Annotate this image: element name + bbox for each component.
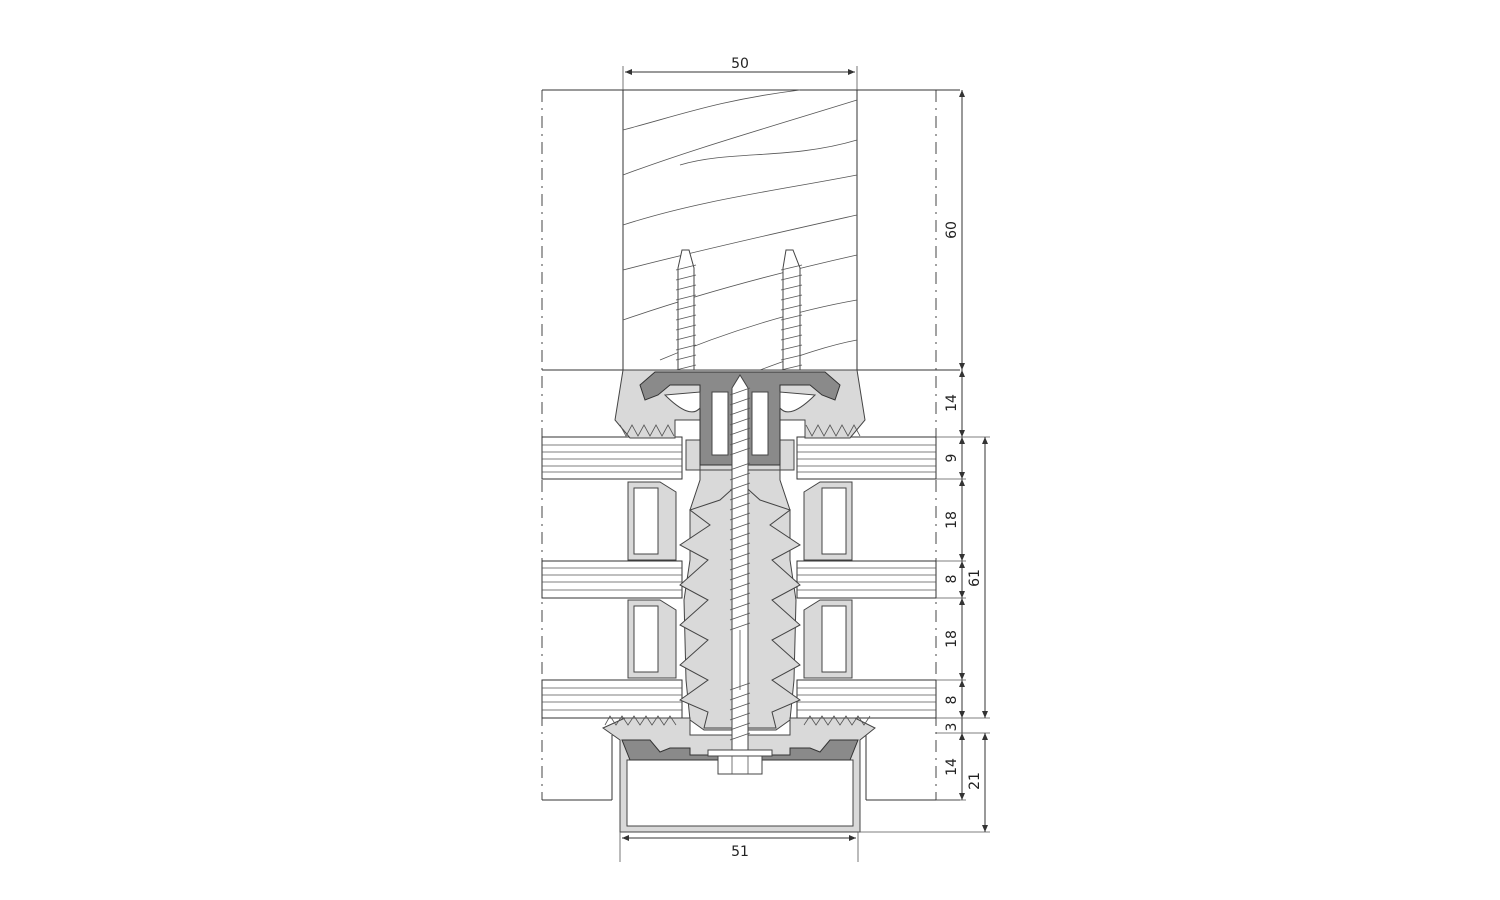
glass-left <box>541 436 683 719</box>
dim-glass-3: 8 <box>944 696 960 705</box>
wood-screws <box>675 249 803 386</box>
dim-glass-1: 9 <box>944 454 960 463</box>
dim-cap-depth: 14 <box>944 758 960 776</box>
dim-glass-2: 8 <box>944 575 960 584</box>
timber-block <box>622 89 858 371</box>
glass-panes <box>541 436 937 719</box>
dim-plate-top: 14 <box>944 394 960 412</box>
dim-cap-total: 21 <box>967 772 983 790</box>
dim-bottom-width: 51 <box>731 844 749 860</box>
central-screw <box>707 374 773 775</box>
dim-timber-height: 60 <box>944 221 960 239</box>
glass-right <box>796 436 937 719</box>
dimension-labels: 50 51 60 14 9 18 8 18 8 3 14 61 21 <box>731 56 983 860</box>
dim-top-width: 50 <box>731 56 749 72</box>
dim-gap: 3 <box>944 723 960 732</box>
dim-cavity-2: 18 <box>944 630 960 648</box>
dimension-lines <box>619 66 990 862</box>
dim-cavity-1: 18 <box>944 511 960 529</box>
dim-glass-total: 61 <box>967 569 983 587</box>
